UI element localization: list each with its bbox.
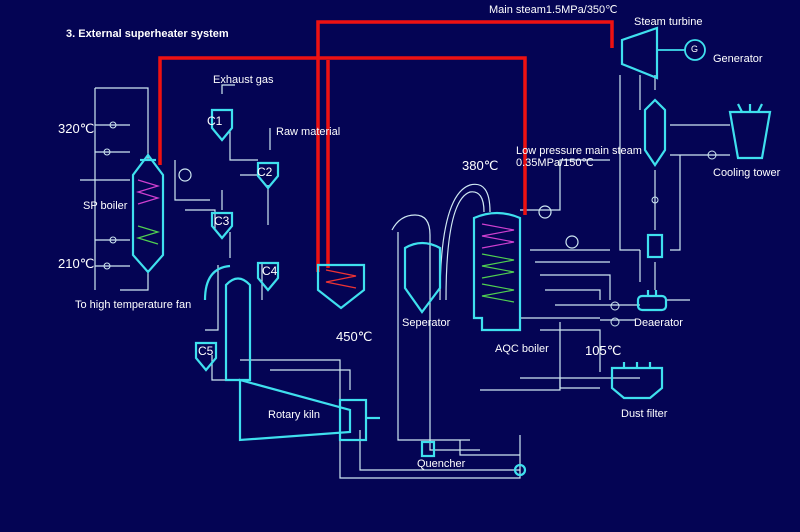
temp-450-label: 450℃ <box>336 329 373 344</box>
low-pressure-steam-label: Low pressure main steam <box>516 145 642 157</box>
cyclone-c4-label: C4 <box>262 264 278 278</box>
rotary-kiln <box>238 378 352 442</box>
cyclone-c4 <box>256 261 280 292</box>
cyclone-c3-label: C3 <box>214 214 230 228</box>
cyclone-c1 <box>210 108 234 142</box>
aqc-boiler-label: AQC boiler <box>495 343 549 355</box>
diagram-title: 3. External superheater system <box>66 28 229 40</box>
cyclone-c3 <box>210 211 234 240</box>
raw-material-label: Raw material <box>276 126 341 138</box>
sp-boiler-body <box>131 153 165 274</box>
dust-filter-shape <box>610 366 664 400</box>
cyclone-c2 <box>256 161 280 190</box>
cyclone-c1-label: C1 <box>207 114 223 128</box>
separator-label: Seperator <box>402 317 451 329</box>
cooling-tower-shape <box>728 110 772 160</box>
cyclone-c5-label: C5 <box>198 344 214 358</box>
cooling-tower-label: Cooling tower <box>713 167 781 179</box>
main-steam-label: Main steam1.5MPa/350℃ <box>489 4 618 16</box>
generator-label: Generator <box>713 53 763 65</box>
generator-letter: G <box>691 44 699 54</box>
generator-symbol <box>657 39 706 61</box>
temp-380-label: 380℃ <box>462 158 499 173</box>
cyclone-c5 <box>194 341 218 372</box>
temp-210-label: 210℃ <box>58 256 95 271</box>
temp-105-label: 105℃ <box>585 343 622 358</box>
temp-320-label: 320℃ <box>58 121 95 136</box>
deaerator-label: Deaerator <box>634 317 683 329</box>
aqc-boiler-body <box>472 211 522 332</box>
quencher-label: Quencher <box>417 458 466 470</box>
steam-turbine-label: Steam turbine <box>634 16 703 28</box>
cyclone-c2-label: C2 <box>257 165 273 179</box>
low-pressure-steam-spec: 0.35MPa/150℃ <box>516 157 594 169</box>
high-temp-fan-label: To high temperature fan <box>75 299 192 311</box>
rotary-kiln-label: Rotary kiln <box>268 409 320 421</box>
steam-turbine-shape <box>620 26 659 80</box>
separator-vessel <box>403 241 442 314</box>
sp-boiler-label: SP boiler <box>83 200 128 212</box>
exhaust-gas-label: Exhaust gas <box>213 74 274 86</box>
dust-filter-label: Dust filter <box>621 408 668 420</box>
